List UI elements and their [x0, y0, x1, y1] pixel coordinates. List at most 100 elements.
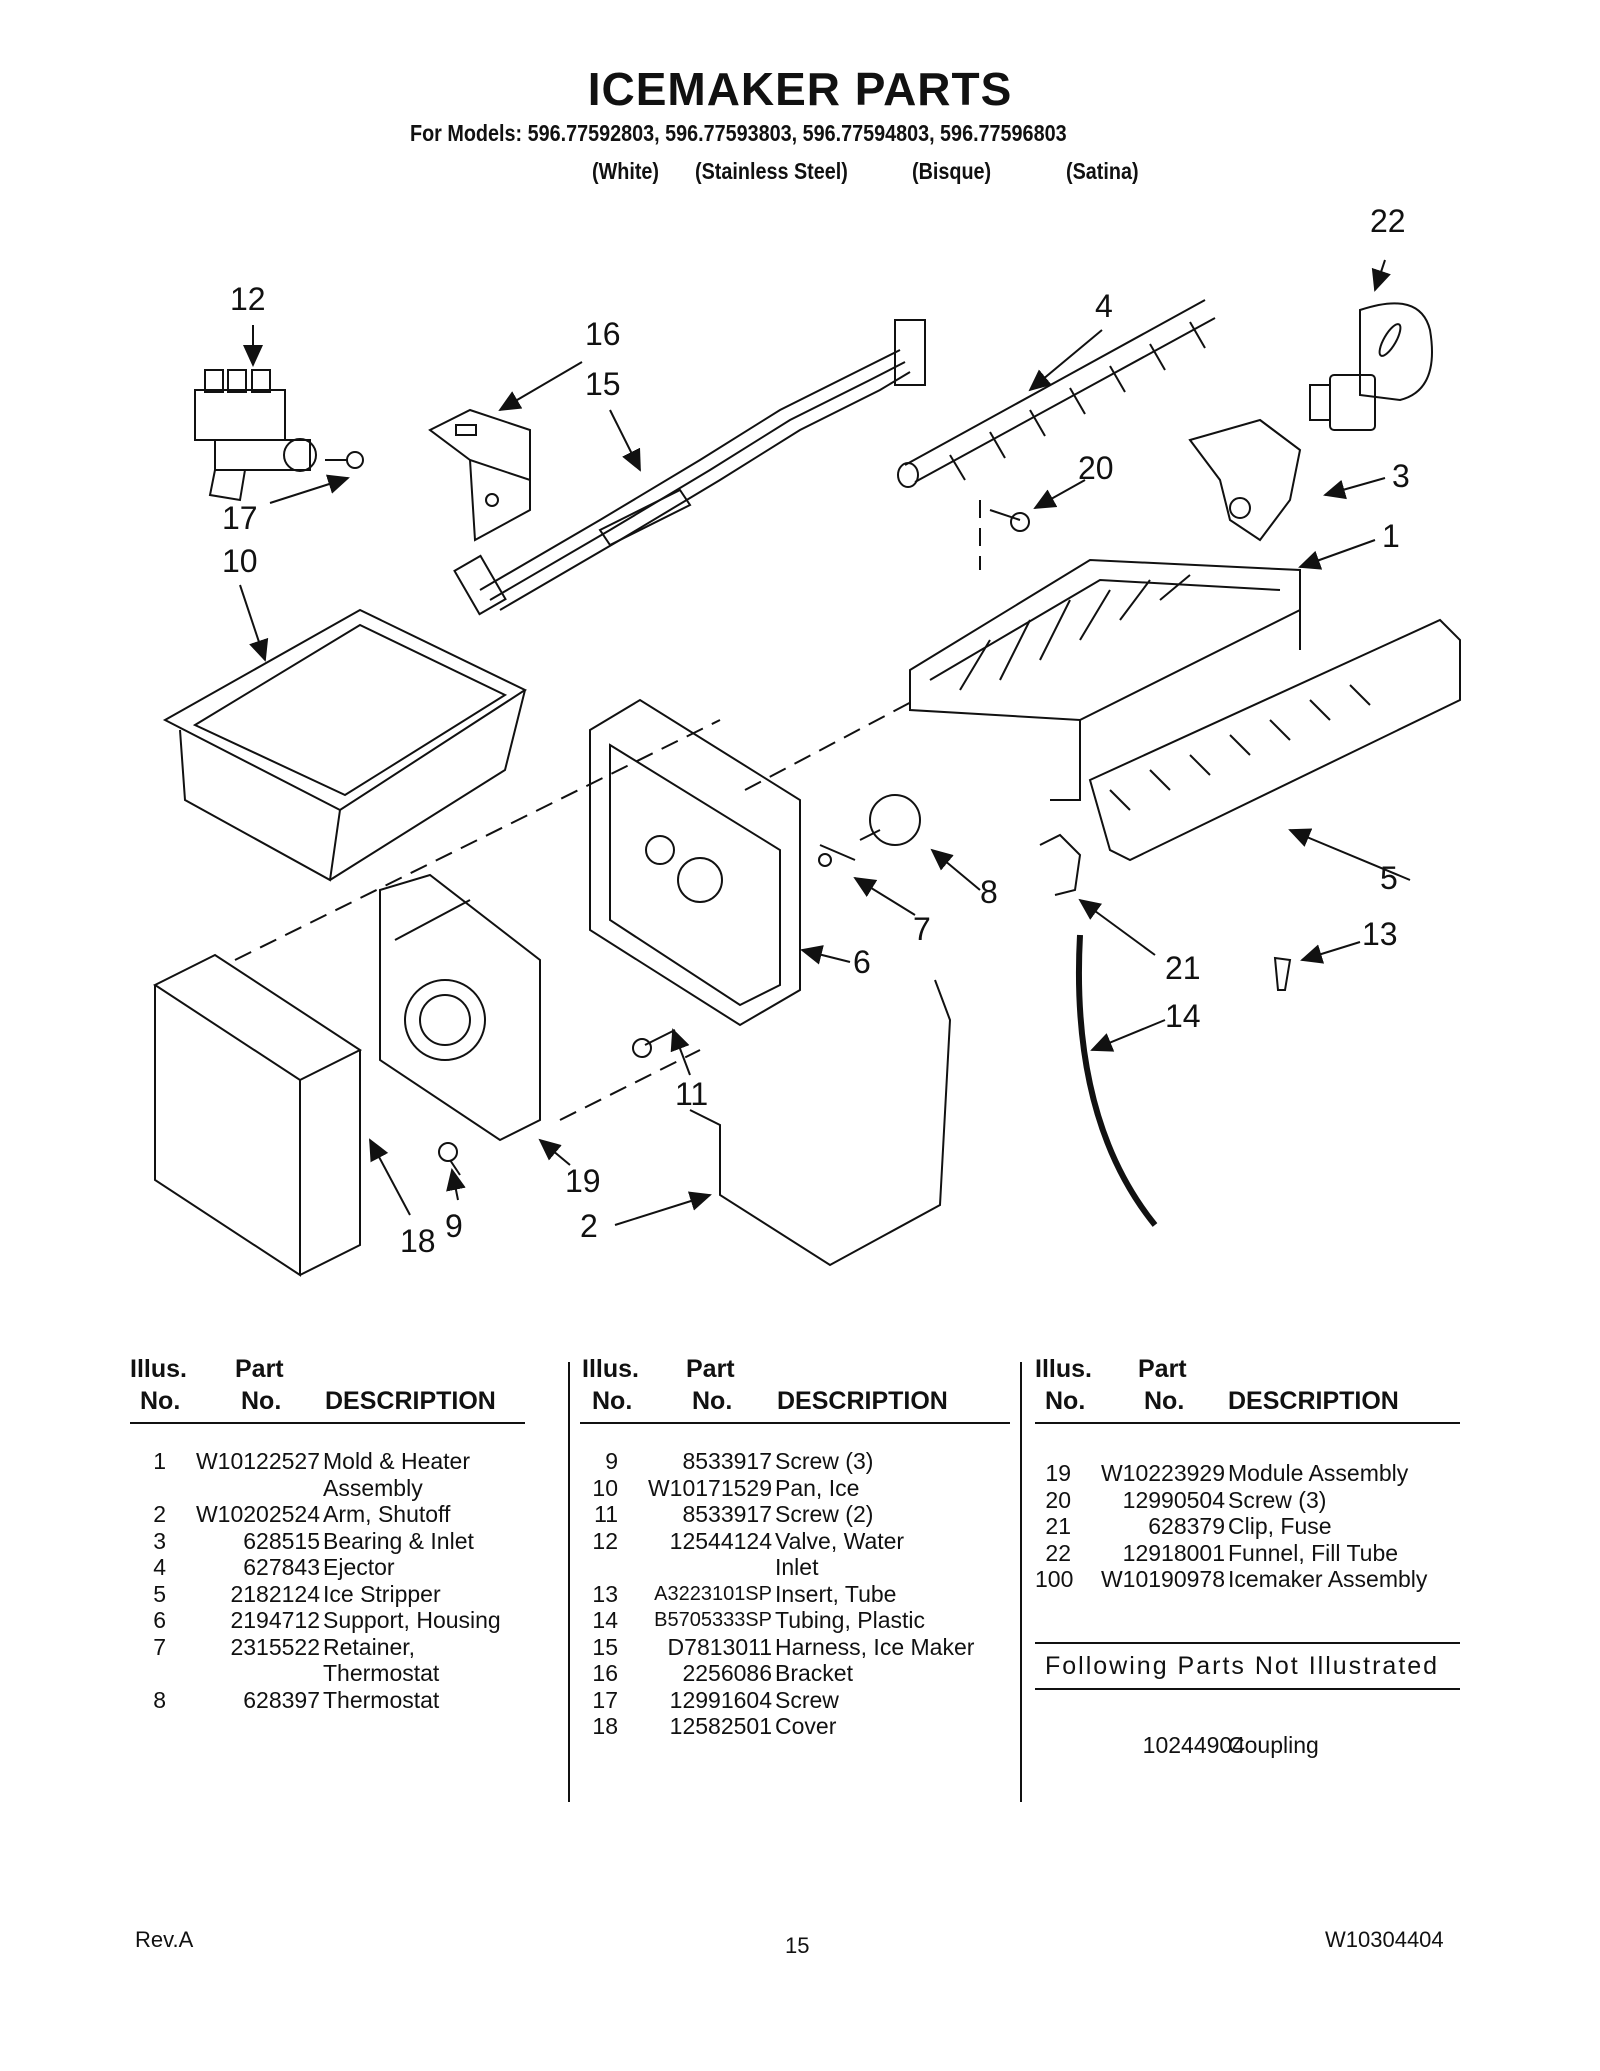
part-description: Valve, Water	[775, 1527, 905, 1554]
illus-number: 100	[1035, 1566, 1074, 1592]
part-description: Coupling	[1228, 1732, 1319, 1758]
part-description: Module Assembly	[1228, 1460, 1409, 1486]
part-description: Ejector	[323, 1554, 395, 1580]
illus-number: 9	[605, 1448, 618, 1474]
part-number: 12990504	[1122, 1486, 1225, 1513]
part-description: Screw	[775, 1686, 839, 1713]
part-number: 2182124	[230, 1580, 320, 1607]
part-number: 12582501	[669, 1713, 772, 1739]
header-description: DESCRIPTION	[325, 1387, 496, 1415]
part-number: W10122527	[195, 1448, 320, 1474]
callout-15: 15	[585, 366, 621, 402]
assembly-guide-lines	[234, 500, 981, 1121]
thermostat-drawing	[818, 794, 921, 867]
illus-number: 4	[153, 1554, 166, 1580]
part-number: 8533917	[682, 1501, 772, 1527]
part-number: W10202524	[195, 1501, 320, 1527]
illus-number: 7	[153, 1633, 166, 1660]
part-description: Arm, Shutoff	[323, 1501, 451, 1527]
part-number: 12918001	[1122, 1539, 1225, 1566]
document-number: W10304404	[1325, 1927, 1444, 1952]
part-description: Thermostat	[323, 1660, 440, 1686]
illus-number: 15	[592, 1633, 618, 1660]
part-description: Pan, Ice	[775, 1474, 860, 1501]
illus-number: 5	[153, 1580, 166, 1607]
mold-heater-drawing	[909, 558, 1301, 801]
illus-number: 12	[592, 1527, 618, 1554]
harness-drawing	[453, 319, 926, 616]
header-part: Part	[686, 1355, 735, 1383]
part-description: Ice Stripper	[323, 1580, 441, 1607]
illus-number: 11	[594, 1501, 618, 1527]
part-number: 12991604	[669, 1686, 772, 1713]
part-number: W10171529	[647, 1474, 772, 1501]
header-illus-no: No.	[592, 1387, 633, 1415]
header-part: Part	[1138, 1355, 1187, 1383]
callout-2: 2	[580, 1208, 598, 1244]
illus-number: 18	[592, 1713, 618, 1739]
part-number: B5705333SP	[654, 1609, 772, 1631]
callout-11: 11	[675, 1076, 709, 1112]
callout-19: 19	[565, 1163, 601, 1199]
illus-number: 10	[592, 1474, 618, 1501]
callout-9: 9	[445, 1208, 463, 1244]
part-number: D7813011	[667, 1633, 772, 1660]
callout-3: 3	[1392, 458, 1410, 494]
bracket-drawing	[428, 408, 531, 542]
header-part: Part	[235, 1355, 284, 1383]
part-description: Insert, Tube	[775, 1580, 897, 1607]
illus-number: 2	[153, 1501, 166, 1527]
callout-16: 16	[585, 316, 621, 352]
part-description: Inlet	[775, 1554, 819, 1580]
callout-4: 4	[1095, 288, 1113, 324]
part-description: Screw (3)	[1228, 1486, 1327, 1513]
header-rule-2	[580, 1422, 1010, 1424]
part-number: 628379	[1148, 1513, 1225, 1539]
illus-number: 14	[592, 1607, 618, 1633]
part-number: 627843	[243, 1554, 320, 1580]
callout-20: 20	[1078, 450, 1114, 486]
header-rule-3	[1035, 1422, 1460, 1424]
ice-stripper-drawing	[1088, 618, 1461, 862]
water-valve-drawing	[194, 369, 364, 502]
color-satina: (Satina)	[1066, 158, 1139, 184]
column-divider-2	[1020, 1362, 1022, 1802]
color-white: (White)	[592, 158, 660, 184]
part-description: Thermostat	[323, 1686, 440, 1713]
header-description: DESCRIPTION	[1228, 1387, 1399, 1415]
part-number: 628515	[243, 1527, 320, 1554]
not-illustrated-heading: Following Parts Not Illustrated	[1045, 1652, 1440, 1680]
part-description: Screw (3)	[775, 1448, 874, 1474]
part-description: Clip, Fuse	[1228, 1513, 1332, 1539]
part-description: Support, Housing	[323, 1607, 501, 1633]
color-stainless: (Stainless Steel)	[695, 158, 848, 184]
illus-number: 19	[1045, 1460, 1071, 1486]
illus-number: 3	[153, 1527, 166, 1554]
callout-6: 6	[853, 944, 871, 980]
part-number: 628397	[243, 1686, 320, 1713]
support-housing-drawing	[589, 698, 801, 1027]
header-illus-no: No.	[1045, 1387, 1086, 1415]
header-illus: Illus.	[582, 1355, 639, 1383]
not-illustrated-row: 10244904 Coupling	[1035, 1732, 1455, 1758]
header-part-no: No.	[692, 1387, 733, 1415]
part-description: Cover	[775, 1713, 837, 1739]
illus-number: 1	[153, 1448, 166, 1474]
part-number: 2256086	[682, 1660, 772, 1686]
callout-14: 14	[1165, 998, 1201, 1034]
ice-pan-drawing	[162, 608, 528, 882]
